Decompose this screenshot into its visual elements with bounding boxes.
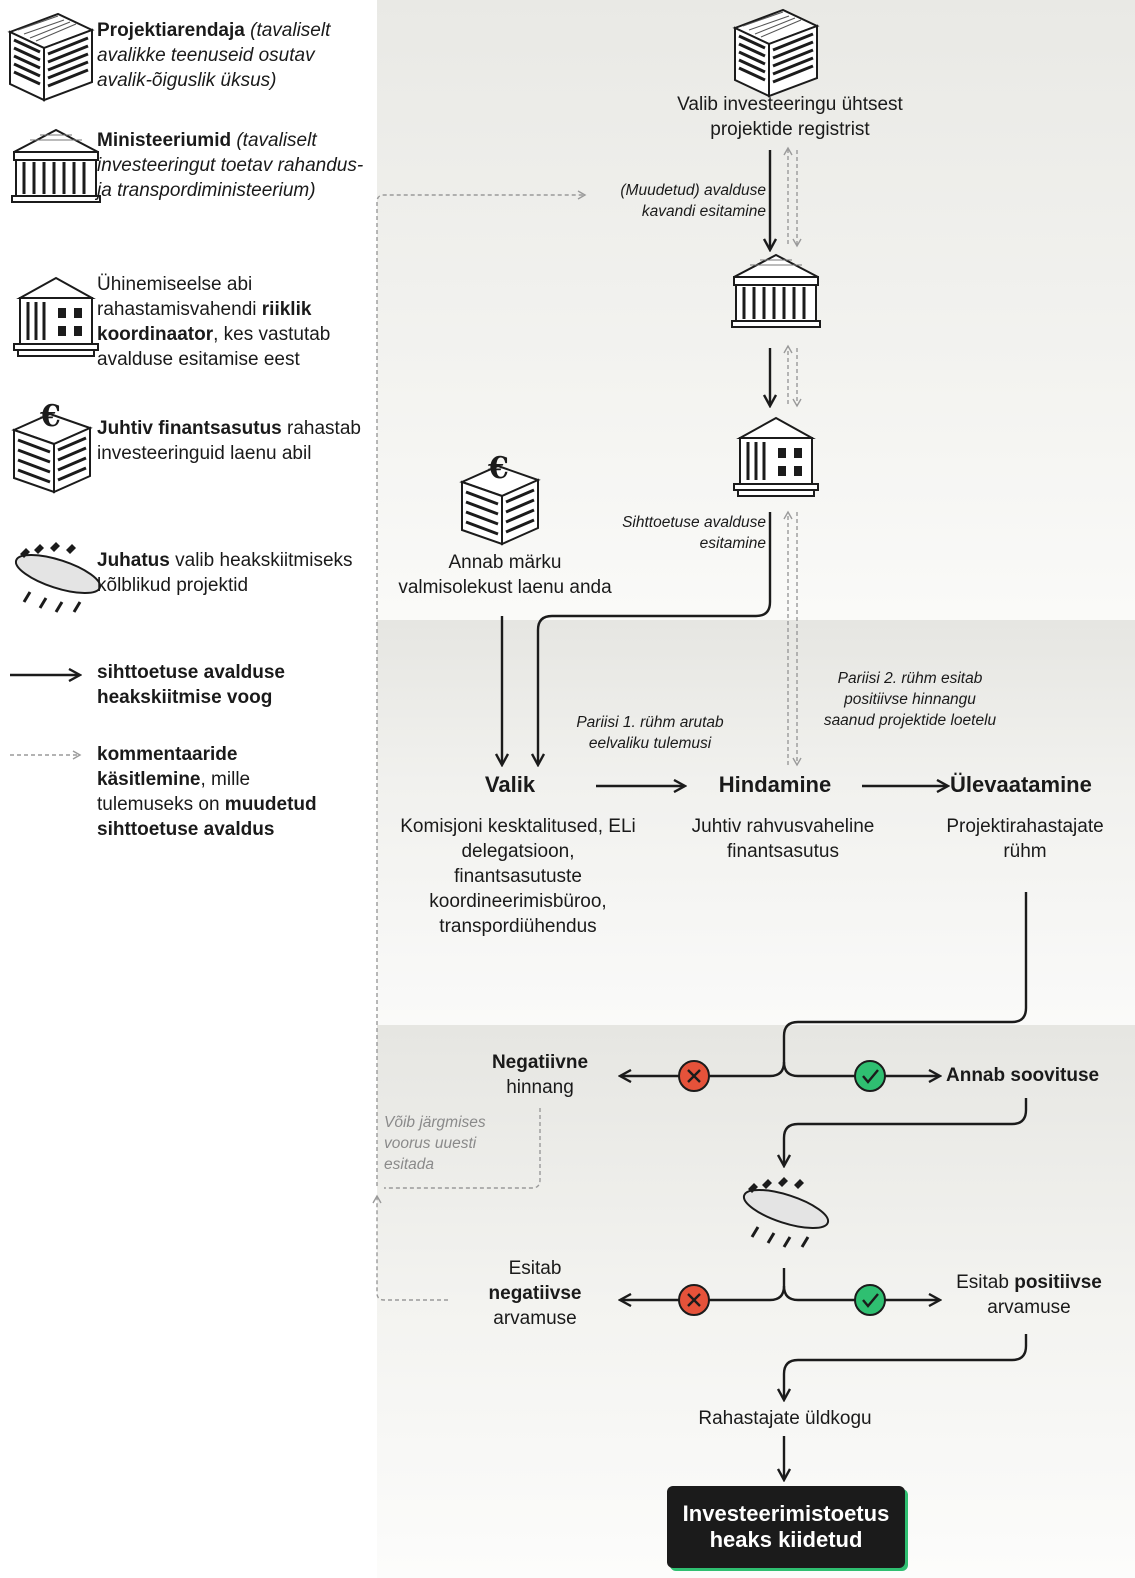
grant-approved-line1: Investeerimistoetus	[682, 1501, 890, 1526]
signals-readiness-text: Annab märku valmisolekust laenu anda	[398, 552, 612, 598]
review-actor: Projektirahastajate rühm	[946, 816, 1104, 862]
stage-selection: Valik	[484, 772, 536, 797]
select-registry-text: Valib investeeringu ühtsest projektide r…	[677, 94, 903, 140]
resubmit-note: Võib järgmises voorus uuesti esitada	[384, 1114, 486, 1173]
background-band-bottom	[377, 1025, 1135, 1578]
coordinator-building-icon	[732, 416, 820, 498]
financial-institution-icon	[460, 449, 540, 546]
ministry-building-icon	[730, 253, 822, 329]
coordinator-building-icon	[12, 276, 100, 358]
background-band-middle	[377, 620, 1135, 1025]
developer-building-icon	[8, 12, 94, 102]
reject-icon	[678, 1060, 710, 1092]
legend-solid-flow-label: sihttoetuse avalduse heakskiitmise voog	[97, 662, 285, 708]
stage-evaluation: Hindamine	[718, 772, 832, 797]
financial-institution-icon	[12, 397, 92, 494]
legend-dashed-flow-label: kommentaaride käsitlemine, mille tulemus…	[97, 744, 317, 840]
ministry-building-icon	[10, 128, 102, 204]
grant-approved-box: Investeerimistoetus heaks kiidetud	[667, 1486, 905, 1568]
draft-submission-note: (Muudetud) avalduse kavandi esitamine	[620, 182, 766, 220]
approve-icon	[854, 1060, 886, 1092]
approve-icon	[854, 1284, 886, 1316]
gives-recommendation: Annab soovituse	[946, 1065, 1100, 1086]
grant-submission-note: Sihttoetuse avalduse esitamine	[622, 514, 766, 552]
stage-review: Ülevaatamine	[950, 772, 1092, 797]
evaluation-actor: Juhtiv rahvusvaheline finantsasutus	[691, 816, 875, 862]
legend-ministries: Ministeeriumid (tavaliselt investeeringu…	[97, 130, 364, 201]
general-assembly: Rahastajate üldkogu	[698, 1408, 872, 1429]
group1-note: Pariisi 1. rühm arutab eelvaliku tulemus…	[576, 714, 724, 752]
grant-approved-line2: heaks kiidetud	[709, 1527, 863, 1552]
legend-developer: Projektiarendaja (tavaliselt avalikke te…	[97, 20, 331, 91]
legend-board: Juhatus valib heakskiitmiseks kõlblikud …	[97, 550, 353, 596]
group2-note: Pariisi 2. rühm esitab positiivse hinnan…	[823, 670, 997, 729]
legend-coordinator: Ühinemiseelse abi rahastamisvahendi riik…	[97, 274, 331, 370]
legend-lead-financial-institution: Juhtiv finantsasutus rahastab investeeri…	[97, 418, 361, 464]
developer-building-icon	[733, 8, 819, 98]
board-table-icon	[738, 1175, 834, 1249]
reject-icon	[678, 1284, 710, 1316]
board-table-icon	[10, 540, 106, 614]
selection-actors: Komisjoni kesktalitused, ELi delegatsioo…	[400, 816, 636, 937]
